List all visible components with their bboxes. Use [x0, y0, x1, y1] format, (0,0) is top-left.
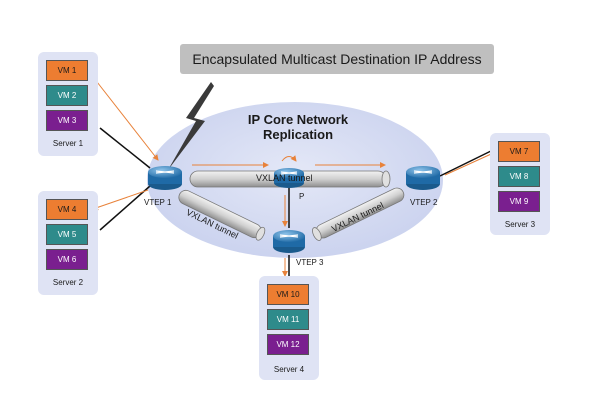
vm-4: VM 4	[46, 199, 88, 220]
link-vtep2-server3	[439, 149, 494, 177]
core-title-line2: Replication	[262, 127, 334, 142]
server-2-label: Server 2	[52, 278, 84, 287]
tunnel-label-main: VXLAN tunnel	[256, 173, 313, 183]
vm-9: VM 9	[498, 191, 540, 212]
vm-12: VM 12	[267, 334, 309, 355]
flow-arrow-vm1-vtep1	[89, 72, 159, 161]
vxlan-tunnel-left	[178, 189, 266, 241]
vtep3-label: VTEP 3	[296, 258, 324, 267]
server-4-label: Server 4	[273, 365, 305, 374]
router-icon-vtep3	[273, 230, 305, 253]
vm-3: VM 3	[46, 110, 88, 131]
vxlan-tunnel-right	[312, 187, 405, 241]
flow-arrow-vtep1-vm4	[92, 189, 149, 211]
core-network-title: IP Core Network Replication	[228, 112, 368, 142]
core-title-line1: IP Core Network	[247, 112, 349, 127]
router-icon-vtep1	[148, 166, 182, 190]
server-1-label: Server 1	[52, 139, 84, 148]
server-4: VM 10 VM 11 VM 12 Server 4	[259, 276, 319, 380]
vm-2: VM 2	[46, 85, 88, 106]
vm-1: VM 1	[46, 60, 88, 81]
vm-5: VM 5	[46, 224, 88, 245]
vm-10: VM 10	[267, 284, 309, 305]
vm-6: VM 6	[46, 249, 88, 270]
link-vtep1-server2	[99, 185, 151, 231]
vm-7: VM 7	[498, 141, 540, 162]
server-2: VM 4 VM 5 VM 6 Server 2	[38, 191, 98, 295]
encapsulated-multicast-banner: Encapsulated Multicast Destination IP Ad…	[180, 44, 494, 74]
server-3-label: Server 3	[504, 220, 536, 229]
vtep2-label: VTEP 2	[410, 198, 438, 207]
router-icon-vtep2	[406, 166, 440, 190]
server-1: VM 1 VM 2 VM 3 Server 1	[38, 52, 98, 156]
p-label: P	[299, 192, 305, 201]
vm-11: VM 11	[267, 309, 309, 330]
server-3: VM 7 VM 8 VM 9 Server 3	[490, 133, 550, 235]
vtep1-label: VTEP 1	[144, 198, 172, 207]
lightning-bolt-icon	[168, 82, 214, 170]
router-icon-p	[274, 168, 304, 188]
replication-arc	[281, 155, 297, 162]
vm-8: VM 8	[498, 166, 540, 187]
link-vtep1-server1	[99, 127, 151, 169]
